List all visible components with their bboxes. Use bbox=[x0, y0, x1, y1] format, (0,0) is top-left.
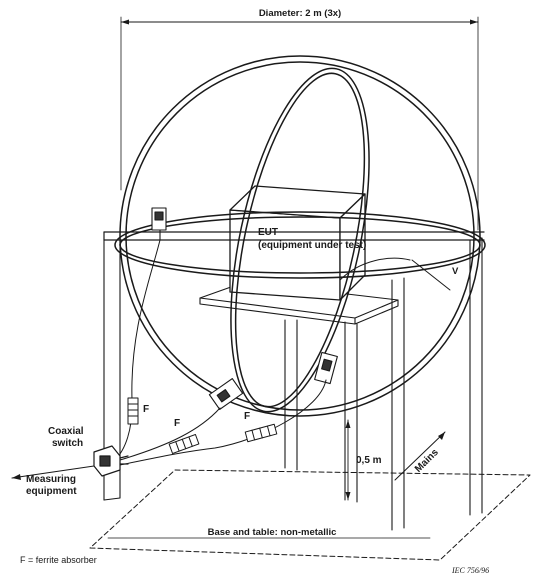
legend-text: F = ferrite absorber bbox=[20, 555, 97, 565]
measuring-equipment-label-line1: Measuring bbox=[26, 474, 76, 485]
ferrite-absorber-2 bbox=[168, 434, 200, 454]
mains-label: Mains bbox=[413, 447, 441, 475]
measuring-arrow bbox=[11, 465, 95, 480]
coaxial-switch-label-line2: switch bbox=[52, 438, 83, 449]
eut-label-line2: (equipment under test) bbox=[258, 240, 366, 251]
outer-table-top bbox=[103, 231, 485, 241]
ferrite-marker-2: F bbox=[174, 418, 180, 429]
ferrite-absorber-1 bbox=[127, 397, 139, 425]
ferrite-marker-1: F bbox=[143, 404, 149, 415]
current-probe-front bbox=[208, 378, 244, 410]
measuring-equipment-label-line2: equipment bbox=[26, 486, 77, 497]
ferrite-marker-3: F bbox=[244, 411, 250, 422]
mains-arrow bbox=[394, 259, 451, 481]
figure-reference: IEC 756/96 bbox=[451, 566, 489, 575]
base-outline bbox=[89, 469, 531, 561]
eut-label-line1: EUT bbox=[258, 227, 278, 238]
loop-marker: V bbox=[452, 266, 459, 277]
ferrite-absorber-3 bbox=[244, 423, 278, 443]
table-height-label: 0,5 m bbox=[356, 455, 382, 466]
loop-antenna-sphere bbox=[114, 55, 486, 417]
diameter-label: Diameter: 2 m (3x) bbox=[259, 8, 341, 19]
coaxial-switch bbox=[93, 445, 129, 477]
base-label: Base and table: non-metallic bbox=[208, 527, 337, 538]
current-probe-top-left bbox=[151, 207, 167, 241]
current-probe-right bbox=[314, 351, 338, 385]
height-dimension bbox=[345, 419, 351, 501]
coax-cables bbox=[114, 239, 411, 466]
table-leg-back bbox=[469, 237, 483, 516]
coaxial-switch-label-line1: Coaxial bbox=[48, 426, 84, 437]
diameter-dimension bbox=[120, 16, 479, 231]
table-leg-front-right bbox=[391, 277, 405, 531]
